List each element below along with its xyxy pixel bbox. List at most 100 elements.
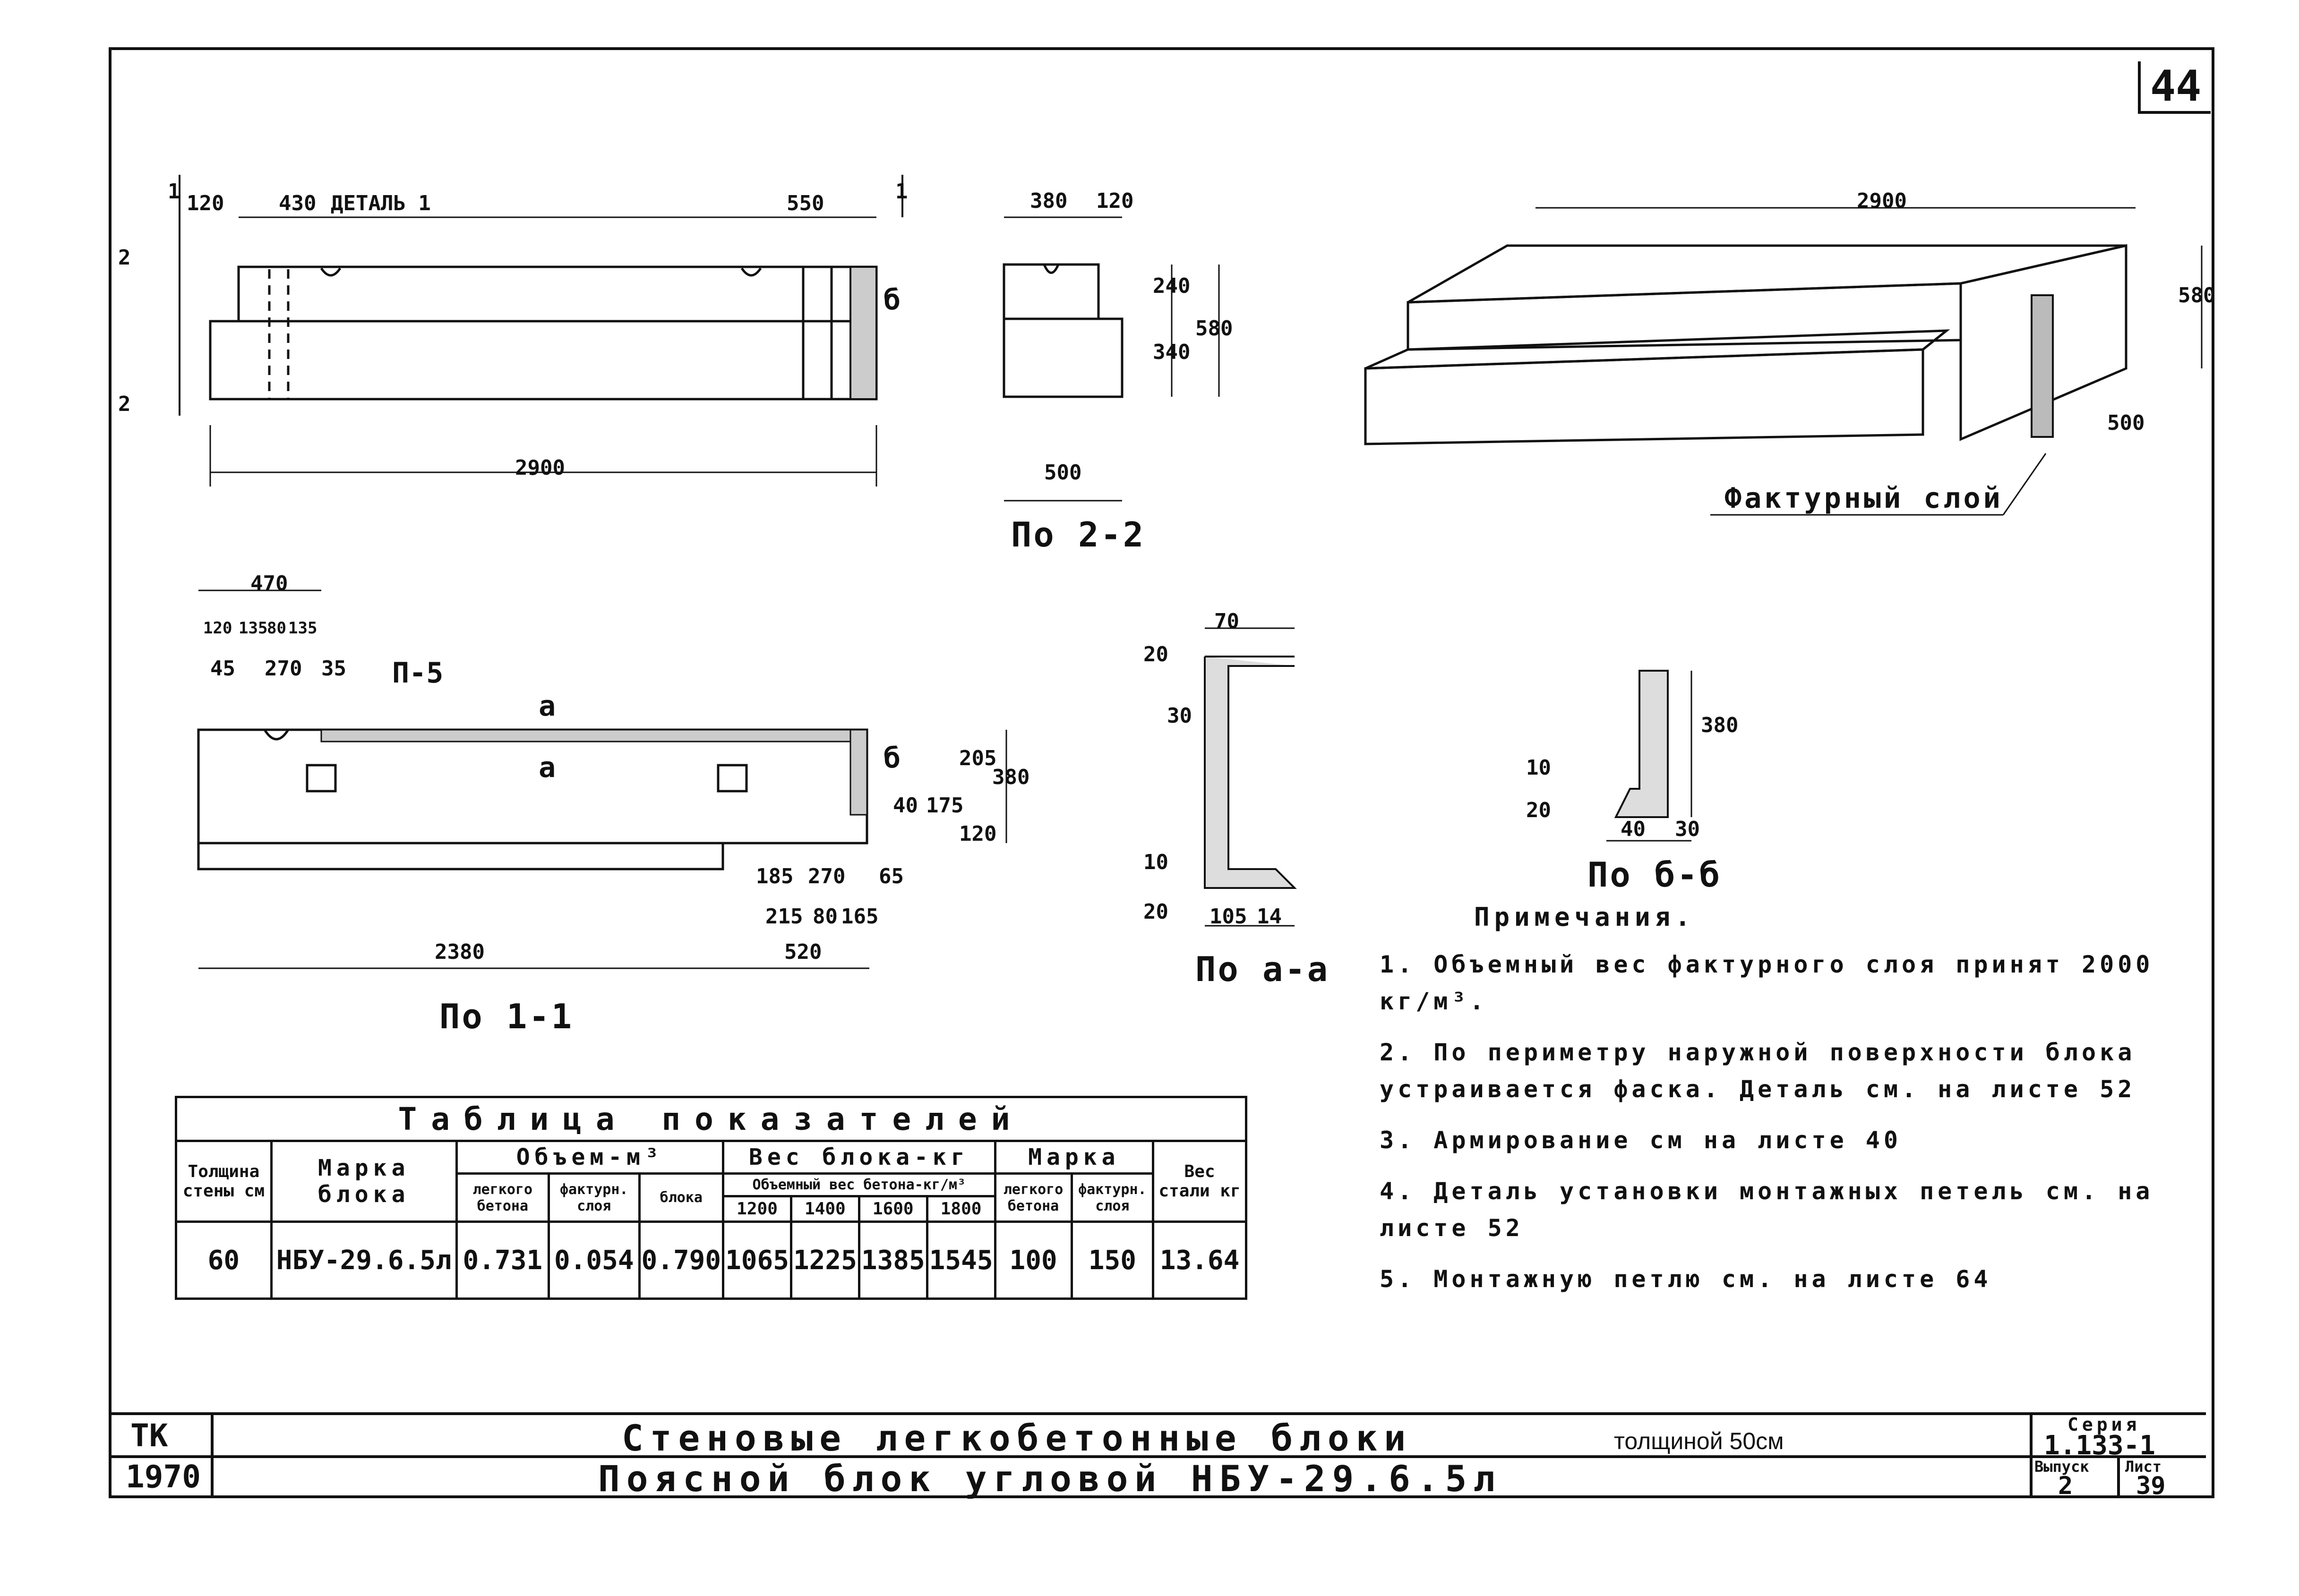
dim-plan-380: 380	[992, 765, 1030, 789]
notes-block: Примечания. 1. Объемный вес фактурного с…	[1380, 902, 2183, 1297]
dim-iso-2900: 2900	[1857, 189, 1907, 213]
cut-b-label: б	[884, 283, 901, 316]
cell-steel: 13.64	[1152, 1220, 1247, 1300]
dim-s22-500: 500	[1044, 461, 1082, 485]
dim-elev-550: 550	[787, 191, 824, 215]
note-item: 2. По периметру наружной поверхности бло…	[1380, 1039, 2136, 1103]
cut-a-top: а	[539, 690, 556, 723]
sheet-number-tb: 39	[2136, 1472, 2166, 1500]
dim-aa-14: 14	[1257, 905, 1282, 929]
cell-v-face: 0.054	[548, 1220, 641, 1300]
note-item: 3. Армирование см на листе 40	[1380, 1127, 1902, 1154]
section-a-a-view	[1204, 627, 1297, 927]
dim-aa-30: 30	[1167, 704, 1192, 728]
note-item: 4. Деталь установки монтажных петель см.…	[1380, 1178, 2154, 1242]
dim-aa-10: 10	[1143, 850, 1168, 874]
note-item: 5. Монтажную петлю см. на листе 64	[1380, 1265, 1992, 1293]
cut-a-bottom: а	[539, 751, 556, 784]
section-b-b-caption: По б-б	[1587, 855, 1722, 895]
org-code: ТК	[130, 1417, 168, 1454]
dim-elev-120: 120	[187, 191, 224, 215]
dim-bb-380: 380	[1701, 713, 1739, 737]
issue-label: Выпуск	[2034, 1458, 2089, 1476]
cell-v-block: 0.790	[638, 1220, 725, 1300]
cell-thickness: 60	[175, 1220, 273, 1300]
cell-w1600: 1385	[858, 1220, 928, 1300]
density-1200: 1200	[722, 1195, 792, 1223]
drawing-frame	[109, 47, 2214, 1498]
table-title: Таблица показателей	[175, 1096, 1247, 1142]
elevation-bottom-block	[209, 320, 878, 401]
col-steel: Вес стали кг	[1152, 1140, 1247, 1223]
cell-g-light: 100	[994, 1220, 1073, 1300]
sub-grade-face: фактурн. слоя	[1070, 1172, 1155, 1223]
density-1400: 1400	[789, 1195, 860, 1223]
note-item: 1. Объемный вес фактурного слоя принят 2…	[1380, 951, 2154, 1015]
dim-plan-120r: 120	[959, 822, 997, 846]
section-2-2-caption: По 2-2	[1011, 515, 1146, 555]
notes-title: Примечания.	[1474, 902, 1695, 932]
sheet-number: 44	[2138, 61, 2211, 114]
cell-w1200: 1065	[722, 1220, 792, 1300]
cell-mark: НБУ-29.6.5л	[270, 1220, 458, 1300]
indicators-table: Таблица показателей Толщина стены см Мар…	[175, 1096, 1247, 1300]
dim-plan-175: 175	[926, 794, 964, 818]
dim-plan-80b: 80	[813, 905, 838, 929]
dim-plan-35: 35	[321, 657, 346, 681]
dim-aa-105: 105	[1210, 905, 1247, 929]
grp-volume: Объем-м³	[455, 1140, 725, 1175]
dim-bb-40: 40	[1621, 817, 1646, 841]
dim-plan-470: 470	[250, 572, 288, 596]
dim-elev-2900: 2900	[515, 456, 565, 480]
isometric-view	[1364, 207, 2203, 516]
drawing-subtitle: Поясной блок угловой НБУ-29.6.5л	[598, 1458, 1502, 1500]
year: 1970	[126, 1459, 201, 1495]
col-mark: Марка блока	[270, 1140, 458, 1223]
section-a-a-caption: По а-а	[1195, 949, 1330, 989]
cell-g-face: 150	[1070, 1220, 1155, 1300]
title-block-row-divider	[112, 1455, 2206, 1458]
dim-plan-65: 65	[879, 864, 904, 888]
section-b-b-view	[1606, 670, 1692, 842]
table-row: 60 НБУ-29.6.5л 0.731 0.054 0.790 1065 12…	[175, 1220, 1247, 1300]
dim-elev-430: 430	[279, 191, 317, 215]
cell-w1400: 1225	[789, 1220, 860, 1300]
dim-iso-580: 580	[2178, 283, 2216, 307]
dim-plan-520: 520	[784, 940, 822, 964]
sheet-label: Лист	[2125, 1458, 2162, 1476]
series-number: 1.133-1	[2044, 1430, 2156, 1461]
loop-p5-label: П-5	[392, 657, 444, 690]
dim-plan-165: 165	[841, 905, 879, 929]
dim-aa-20: 20	[1143, 642, 1168, 666]
dim-plan-270b: 270	[808, 864, 846, 888]
sub-vol-block: блока	[638, 1172, 725, 1223]
dim-plan-2380: 2380	[435, 940, 485, 964]
drawing-title: Стеновые легкобетонные блоки	[622, 1417, 1413, 1459]
dim-s22-120: 120	[1096, 189, 1134, 213]
grp-weight: Вес блока-кг	[722, 1140, 996, 1175]
detail-1-label: ДЕТАЛЬ 1	[331, 191, 431, 215]
sub-vol-light: легкого бетона	[455, 1172, 550, 1223]
cell-v-light: 0.731	[455, 1220, 550, 1300]
density-1800: 1800	[926, 1195, 996, 1223]
cut-2-top: 2	[118, 246, 131, 270]
plan-1-1-view	[197, 589, 1007, 969]
cut-b-plan: б	[884, 742, 901, 775]
dim-plan-215: 215	[765, 905, 803, 929]
cell-w1800: 1545	[926, 1220, 996, 1300]
dim-s22-580: 580	[1195, 316, 1233, 341]
issue-number: 2	[2058, 1472, 2073, 1500]
title-block-sheet-divider	[2117, 1457, 2120, 1495]
cut-1-right: 1	[895, 179, 908, 204]
sub-density: Объемный вес бетона-кг/м³	[722, 1172, 996, 1197]
density-1600: 1600	[858, 1195, 928, 1223]
dim-aa-20b: 20	[1143, 900, 1168, 924]
dim-iso-500: 500	[2107, 411, 2145, 435]
section-2-2-view	[1003, 216, 1220, 502]
title-block: ТК 1970 Стеновые легкобетонные блоки тол…	[112, 1412, 2206, 1500]
grp-grade: Марка	[994, 1140, 1155, 1175]
dim-plan-270: 270	[265, 657, 302, 681]
dim-bb-20: 20	[1526, 798, 1551, 822]
dim-aa-70: 70	[1214, 609, 1239, 633]
